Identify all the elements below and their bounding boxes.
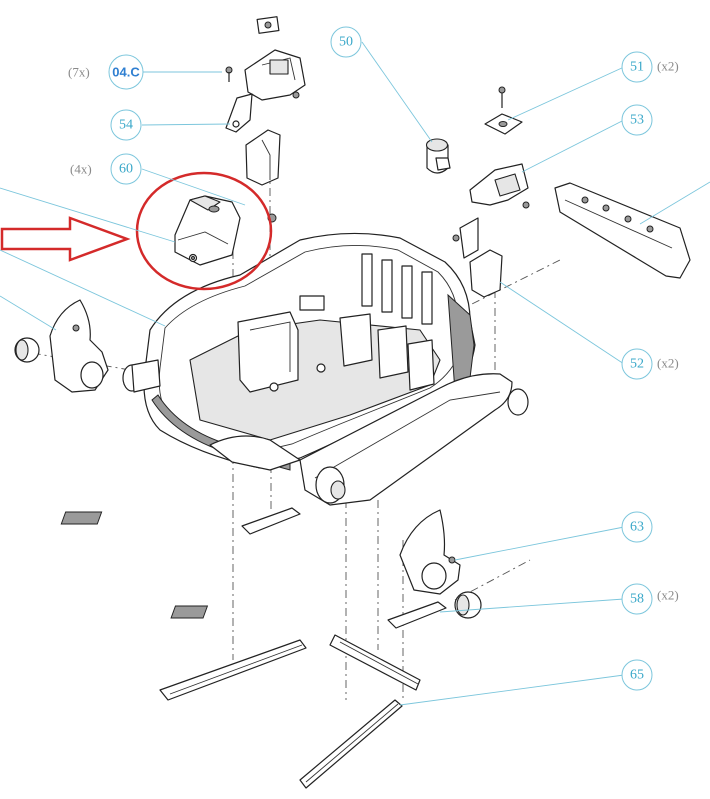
part-65-bottom-rails bbox=[159, 634, 421, 789]
callout-qty: (x2) bbox=[657, 588, 679, 603]
callout-52: 52 (x2) bbox=[621, 348, 679, 380]
callout-54: 54 bbox=[110, 109, 142, 141]
part-50-cylinder bbox=[425, 138, 451, 174]
callout-63: 63 bbox=[621, 511, 653, 543]
callout-label: 53 bbox=[630, 113, 644, 128]
side-cover-right bbox=[554, 182, 691, 279]
leader-lines bbox=[0, 41, 710, 706]
callout-label: 63 bbox=[630, 520, 644, 535]
callout-qty: (x2) bbox=[657, 356, 679, 371]
callout-label: 51 bbox=[630, 60, 644, 75]
callout-label: 04.C bbox=[112, 65, 140, 80]
part-60-block bbox=[174, 195, 241, 266]
callout-label: 54 bbox=[119, 118, 133, 133]
callout-label: 58 bbox=[630, 592, 644, 607]
callout-50: 50 bbox=[330, 26, 362, 58]
part-51-53-bracket bbox=[452, 86, 530, 298]
callout-label: 50 bbox=[339, 35, 353, 50]
callout-60: 60 (4x) bbox=[70, 153, 142, 185]
right-wheel-cover-63 bbox=[399, 509, 461, 595]
chassis-body bbox=[122, 232, 529, 506]
pointer-arrow bbox=[0, 216, 131, 262]
callout-58: 58 (x2) bbox=[621, 583, 679, 615]
callout-label: 60 bbox=[119, 162, 133, 177]
right-roller bbox=[454, 591, 482, 619]
left-wheel-cover bbox=[49, 299, 109, 393]
callout-label: 52 bbox=[630, 357, 644, 372]
callout-label: 65 bbox=[630, 668, 644, 683]
callout-qty: (4x) bbox=[70, 162, 92, 177]
callout-qty: (x2) bbox=[657, 59, 679, 74]
callout-53: 53 bbox=[621, 104, 653, 136]
highlight-ring bbox=[135, 171, 273, 291]
callout-51: 51 (x2) bbox=[621, 51, 679, 83]
callout-qty: (7x) bbox=[68, 65, 90, 80]
part-54-clip-assembly bbox=[225, 16, 306, 223]
part-58-filter-plates bbox=[60, 507, 447, 629]
left-roller bbox=[14, 337, 40, 363]
callout-65: 65 bbox=[621, 659, 653, 691]
callout-04c: 04.C (7x) bbox=[68, 54, 144, 90]
